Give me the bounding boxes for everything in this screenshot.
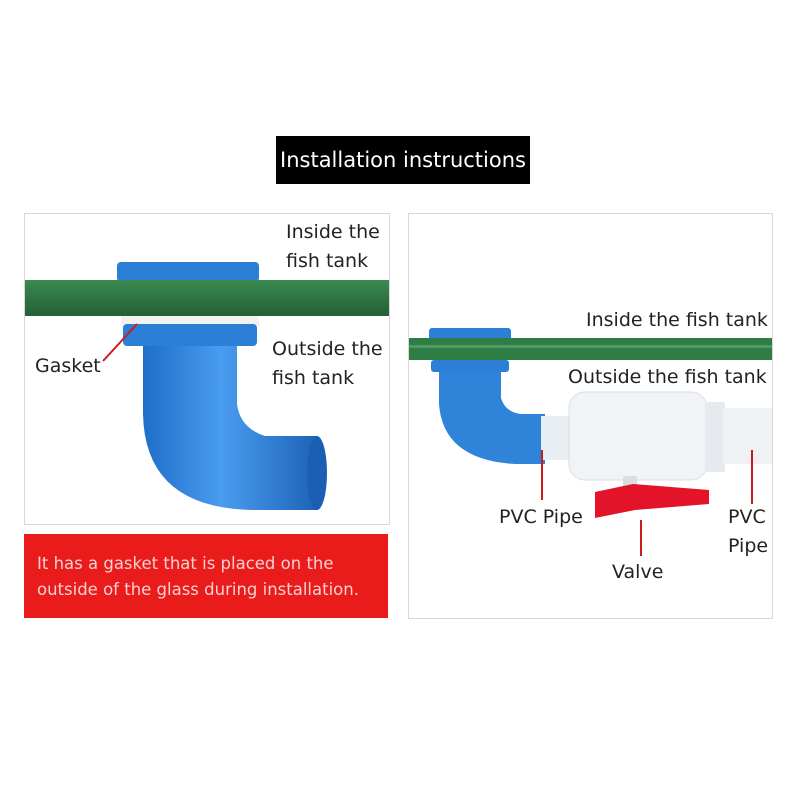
elbow-opening xyxy=(307,436,327,510)
inside-label-line1: Inside the xyxy=(286,221,380,243)
note-line2: outside of the glass during installation… xyxy=(37,580,359,599)
gasket-note: It has a gasket that is placed on the ou… xyxy=(24,534,388,618)
note-line1: It has a gasket that is placed on the xyxy=(37,554,334,573)
top-flange xyxy=(117,262,259,282)
gasket xyxy=(121,316,259,326)
pvc-pipe-left-label: PVC Pipe xyxy=(499,506,583,528)
gasket-pointer xyxy=(102,323,138,362)
inside-label-line2: fish tank xyxy=(286,250,369,272)
elbow-pipe xyxy=(439,372,545,464)
elbow-fitting-illustration xyxy=(25,262,389,510)
pvc-pipe-right-label-line1: PVC xyxy=(728,506,766,528)
inside-label: Inside the fish tank xyxy=(586,309,768,331)
valve-body xyxy=(568,391,708,481)
valve-label: Valve xyxy=(612,561,664,583)
outside-label: Outside the fish tank xyxy=(568,366,767,388)
glass-pane xyxy=(409,338,772,360)
outside-label-line1: Outside the xyxy=(272,338,383,360)
pvc-pipe-right xyxy=(723,408,772,464)
pvc-pipe-right-label-line2: Pipe xyxy=(728,535,769,557)
gasket-label: Gasket xyxy=(35,355,101,377)
glass-pane xyxy=(25,280,389,316)
bottom-nut xyxy=(431,360,509,372)
wall-mount-photo-panel: Inside the fish tank Outside the fish ta… xyxy=(24,213,390,525)
valve-handle xyxy=(595,484,709,518)
pvc-pipe-left xyxy=(541,416,571,460)
elbow-pipe xyxy=(143,346,317,510)
valve-setup-photo-panel: Inside the fish tank Outside the fish ta… xyxy=(408,213,773,619)
valve-assembly-illustration xyxy=(409,328,772,556)
bottom-nut xyxy=(123,324,257,346)
page-title: Installation instructions xyxy=(276,136,530,184)
valve-nut xyxy=(705,402,725,472)
outside-label-line2: fish tank xyxy=(272,367,355,389)
